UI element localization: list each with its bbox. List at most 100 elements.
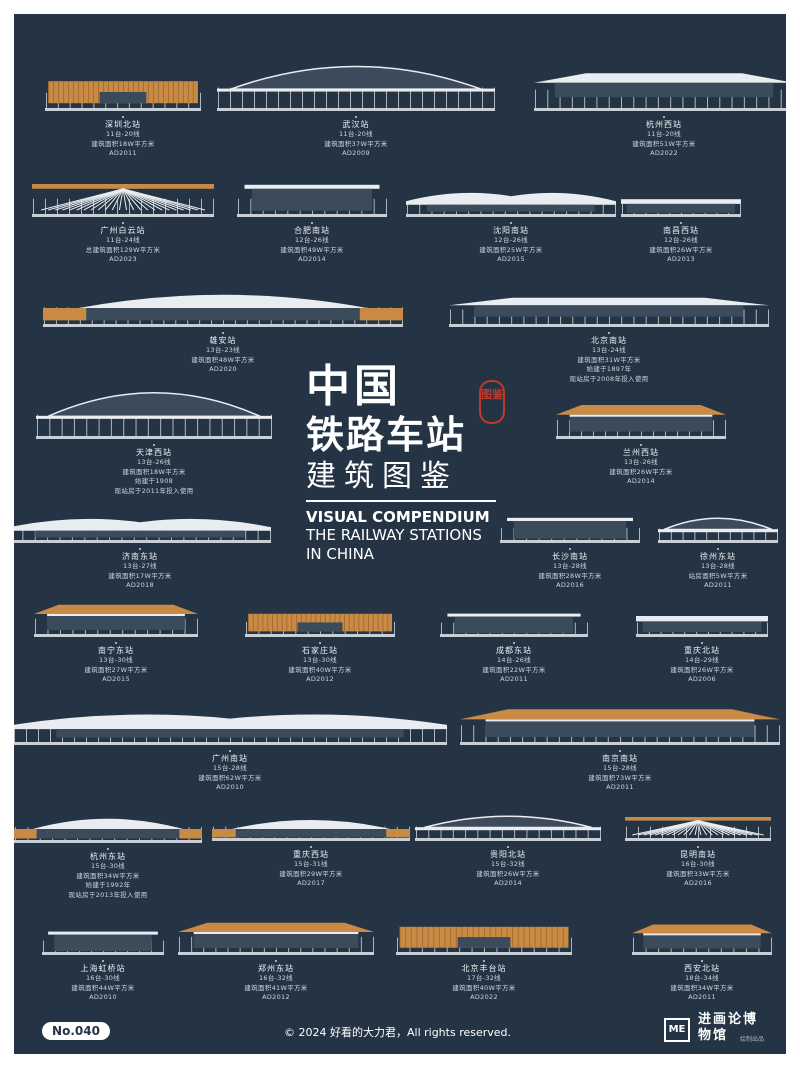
station-marker [619,750,621,752]
station-detail: 16台-32线 [259,974,293,982]
station-illustration [406,192,616,217]
column [35,618,36,634]
hall [643,933,761,949]
building-shape [500,517,640,543]
building-shape [42,931,164,955]
column [779,725,780,742]
station-marker [122,116,124,118]
building-shape [658,517,778,543]
column [163,940,164,952]
platform [14,840,202,843]
wood-slat [368,613,369,632]
station-detail: 建筑面积17W平方米 [108,571,172,580]
wood-slat [534,926,536,948]
column [622,204,623,214]
arch-roof [47,392,261,418]
station-detail: 18台-34线 [685,974,719,982]
building-shape [632,924,772,955]
wood-slat [399,926,401,948]
column [165,198,166,214]
station-illustration [500,517,640,543]
wood-slat [377,613,379,632]
column [768,89,770,108]
station-detail: AD2011 [500,675,528,683]
station-detail: 现站房于2013年投入使用 [68,890,148,899]
station-marker [310,846,312,848]
station-name: 昆明南站 [680,850,716,859]
fan-rib [697,820,764,836]
arch-roof [230,65,482,90]
station-detail: AD2009 [342,149,370,157]
hall [47,614,185,630]
station-detail: AD2014 [627,477,655,485]
column [446,726,447,742]
station-detail: AD2011 [606,783,634,791]
column [474,309,476,324]
column [473,725,475,742]
column [453,622,455,634]
column [197,414,199,436]
wood-slat [427,926,429,948]
column [57,198,58,214]
hall [54,934,152,952]
station-illustration [440,613,588,637]
station-illustration [245,613,395,637]
station-detail: 建筑面积26W平方米 [649,245,713,254]
station-name: 兰州西站 [623,448,659,457]
column [302,87,303,108]
fan-rib [122,188,206,211]
station-marker [229,750,231,752]
wing-right [359,308,403,321]
wing-left [14,829,37,839]
column [462,309,464,324]
column [230,87,231,108]
station-detail: 15台-28线 [603,764,637,772]
wood-slat [182,81,184,104]
column [338,87,339,108]
column [718,528,719,540]
column [563,826,565,838]
column [572,309,574,324]
column [626,527,628,540]
station-detail: 14台-26线 [497,656,531,664]
building-shape [534,73,786,111]
column [46,92,47,108]
wood-slat [444,926,446,948]
column [278,87,279,108]
station-marker [663,116,665,118]
column [498,309,500,324]
platform [625,838,771,841]
roof [244,184,380,189]
platform [440,634,588,637]
station-detail: AD2014 [298,255,326,263]
column [245,527,247,540]
column [407,201,408,214]
column [477,826,479,838]
column [422,726,423,742]
column [386,87,387,108]
column [741,528,743,540]
station-detail: AD2010 [216,783,244,791]
column [758,826,759,838]
hall [43,308,403,321]
building-shape [621,199,741,217]
column [768,309,769,324]
station-name: 深圳北站 [105,120,141,129]
station-detail: AD2012 [262,993,290,1001]
building-shape [14,714,447,745]
column [271,414,272,436]
station-name: 徐州东站 [700,552,736,561]
station-detail: 始建于1897年 [586,365,632,373]
station-name: 重庆北站 [684,646,720,655]
platform [621,214,741,217]
column [452,826,454,838]
arch-roof [663,517,773,531]
station-name: 西安北站 [684,964,720,973]
platform [217,108,495,111]
